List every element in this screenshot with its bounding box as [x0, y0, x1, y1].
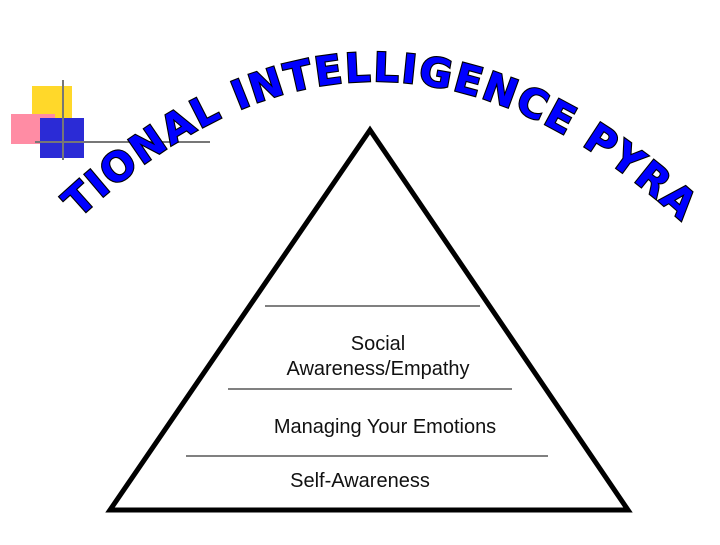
pyramid-outline: [105, 125, 633, 513]
level-managing-line1: Managing Your Emotions: [273, 416, 497, 438]
level-self-line1: Self-Awareness: [290, 470, 430, 492]
level-managing-emotions: Managing Your Emotions: [220, 415, 550, 440]
decorative-squares-icon: [11, 80, 210, 160]
level-social-awareness: Social Awareness/Empathy: [240, 332, 516, 382]
level-social-line2: Awareness/Empathy: [286, 358, 470, 380]
level-self-awareness: Self-Awareness: [230, 469, 490, 494]
level-social-line1: Social: [350, 333, 406, 355]
